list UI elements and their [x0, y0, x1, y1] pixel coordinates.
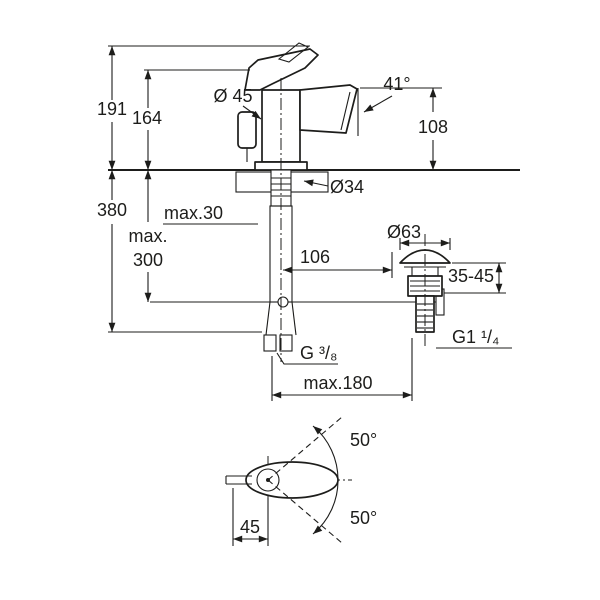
aerator-line: [340, 91, 351, 131]
top-view: 50° 50° 45: [225, 416, 377, 546]
under-counter-parts: [263, 169, 297, 352]
dim-380-label: 380: [97, 200, 127, 220]
swivel-ray-up: [267, 416, 343, 481]
spout: [299, 84, 358, 134]
angle-50-up-label: 50°: [350, 430, 377, 450]
g114-thread-label: G1 ¹/₄: [452, 327, 499, 347]
max-30-label: max.30: [164, 203, 223, 223]
dim-max300-label-line2: 300: [133, 250, 163, 270]
dia-63-label: Ø63: [387, 222, 421, 242]
dim-45-label: 45: [240, 517, 260, 537]
dim-108-label: 108: [418, 117, 448, 137]
extension-lines: [108, 45, 506, 401]
clamp-range-label: 35-45: [448, 266, 494, 286]
handle-front-pin: [225, 475, 252, 485]
angle41-leader: [363, 95, 393, 113]
dim-191-label: 191: [97, 99, 127, 119]
rod-ball-joint: [277, 296, 289, 308]
g38-underline-leader: [276, 352, 338, 365]
dia-45-label: Ø 45: [213, 86, 252, 106]
swivel-ray-down: [267, 479, 343, 544]
g38-thread-label: G ³/₈: [300, 343, 337, 363]
pop-up-rod: [150, 288, 445, 316]
dia34-leader: [303, 179, 329, 187]
dia45-leader: [242, 105, 262, 120]
side-view: 191 164 380 max. 300 Ø 45 41° 108 Ø34 ma…: [97, 42, 520, 401]
dim-106-label: 106: [300, 247, 330, 267]
rear-knob: [237, 111, 257, 149]
leader-lines: [163, 88, 512, 365]
dimension-lines: [108, 46, 503, 399]
hose-connector-right: [279, 334, 293, 352]
angle-41-label: 41°: [383, 74, 410, 94]
lever-handle: [244, 48, 319, 91]
faucet-body: [237, 42, 358, 171]
hose-connector-left: [263, 334, 277, 352]
swivel-arc-up: [312, 425, 339, 481]
angle-50-down-label: 50°: [350, 508, 377, 528]
swivel-arc-down: [312, 479, 339, 535]
dim-164-label: 164: [132, 108, 162, 128]
max-180-label: max.180: [303, 373, 372, 393]
dia-34-label: Ø34: [330, 177, 364, 197]
dim-max300-label-line1: max.: [128, 226, 167, 246]
lever-raised-position: [277, 42, 310, 63]
drain-assembly: [399, 249, 451, 333]
